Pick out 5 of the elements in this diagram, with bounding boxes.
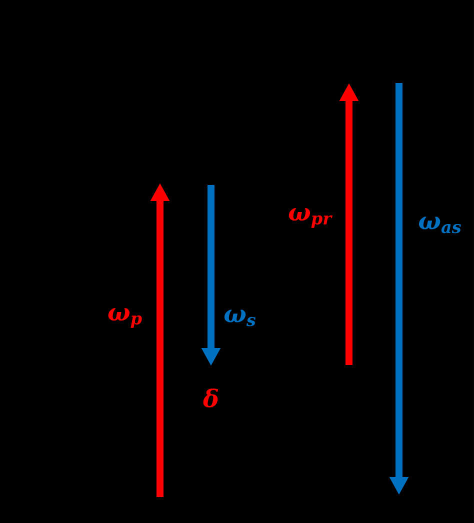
math-label: ω$_{s}$ [224, 310, 256, 326]
math-label: δ [203, 388, 218, 408]
math-label: ω$_{as}$ [419, 216, 461, 234]
math-label: ω$_{pr}$ [288, 208, 332, 228]
math-label: ω$_{p}$ [108, 308, 142, 328]
